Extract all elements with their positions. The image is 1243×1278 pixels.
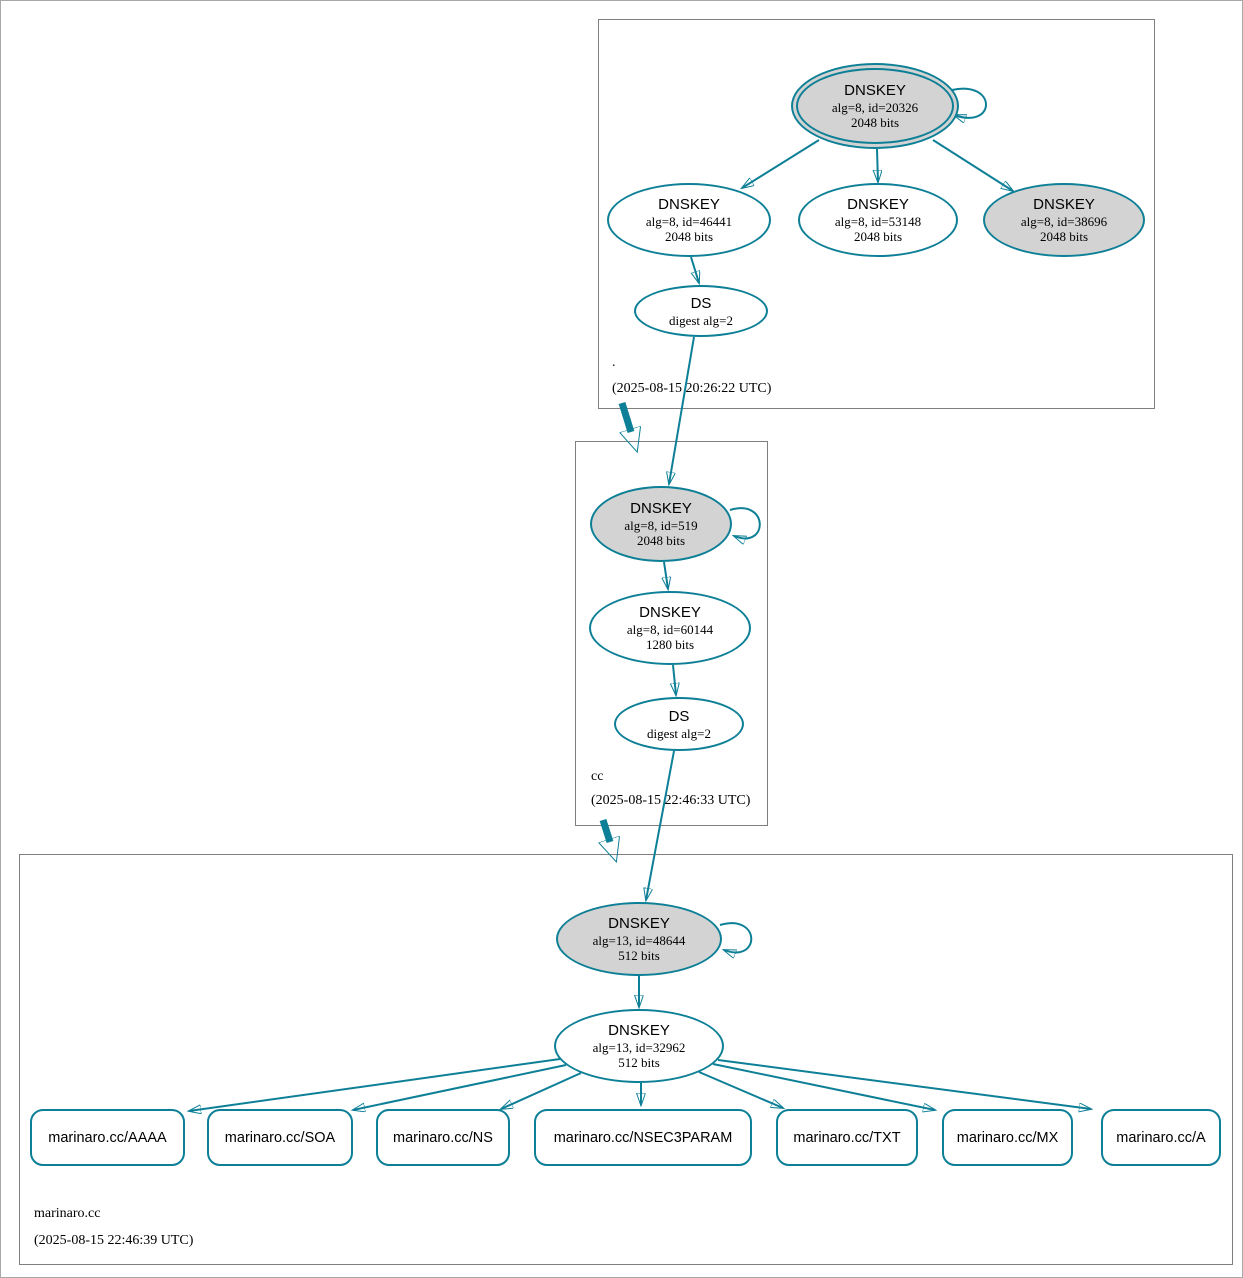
rrset-label: marinaro.cc/A <box>1116 1129 1206 1146</box>
rrset-marinaro-cc-nsec3param[interactable]: marinaro.cc/NSEC3PARAM <box>534 1109 752 1166</box>
rrset-marinaro-cc-aaaa[interactable]: marinaro.cc/AAAA <box>30 1109 185 1166</box>
node-detail: 512 bits <box>618 948 660 963</box>
node-detail: alg=13, id=48644 <box>592 933 686 948</box>
node-detail: alg=8, id=53148 <box>834 214 922 229</box>
node-detail: 2048 bits <box>664 229 714 244</box>
dnskey-node-root-38696[interactable]: DNSKEY alg=8, id=38696 2048 bits <box>983 183 1145 257</box>
rrset-marinaro-cc-mx[interactable]: marinaro.cc/MX <box>942 1109 1073 1166</box>
ds-node-cc[interactable]: DS digest alg=2 <box>614 697 744 751</box>
ds-node-root[interactable]: DS digest alg=2 <box>634 285 768 337</box>
dnskey-node-cc-60144[interactable]: DNSKEY alg=8, id=60144 1280 bits <box>589 591 751 665</box>
dnskey-node-marinaro-32962[interactable]: DNSKEY alg=13, id=32962 512 bits <box>554 1009 724 1083</box>
zone-timestamp-marinaro-cc: (2025-08-15 22:46:39 UTC) <box>34 1233 194 1248</box>
node-detail: alg=13, id=32962 <box>592 1040 686 1055</box>
rrset-label: marinaro.cc/NS <box>393 1129 493 1146</box>
node-detail: digest alg=2 <box>668 312 734 328</box>
node-title: DNSKEY <box>1033 196 1095 213</box>
node-title: DS <box>690 294 712 312</box>
rrset-marinaro-cc-ns[interactable]: marinaro.cc/NS <box>376 1109 510 1166</box>
zone-box-marinaro-cc <box>19 854 1233 1265</box>
dnskey-node-marinaro-48644[interactable]: DNSKEY alg=13, id=48644 512 bits <box>556 902 722 976</box>
zone-timestamp-root: (2025-08-15 20:26:22 UTC) <box>612 381 772 396</box>
zone-box-root <box>598 19 1155 409</box>
dnskey-node-cc-519[interactable]: DNSKEY alg=8, id=519 2048 bits <box>590 486 732 562</box>
rrset-label: marinaro.cc/AAAA <box>48 1129 167 1146</box>
node-detail: alg=8, id=38696 <box>1020 214 1108 229</box>
dnskey-node-root-46441[interactable]: DNSKEY alg=8, id=46441 2048 bits <box>607 183 771 257</box>
node-detail: alg=8, id=20326 <box>831 100 919 115</box>
node-title: DNSKEY <box>608 915 670 932</box>
node-detail: 2048 bits <box>1039 229 1089 244</box>
node-detail: digest alg=2 <box>646 725 712 741</box>
node-detail: 2048 bits <box>636 533 686 548</box>
zone-timestamp-cc: (2025-08-15 22:46:33 UTC) <box>591 793 751 808</box>
zone-label-root: . <box>612 355 616 370</box>
node-detail: alg=8, id=60144 <box>626 622 714 637</box>
rrset-label: marinaro.cc/MX <box>956 1129 1059 1146</box>
node-detail: 1280 bits <box>645 637 695 652</box>
node-title: DNSKEY <box>630 500 692 517</box>
node-title: DNSKEY <box>658 196 720 213</box>
zone-label-marinaro-cc: marinaro.cc <box>34 1206 101 1221</box>
node-detail: alg=8, id=519 <box>624 518 698 533</box>
node-detail: 2048 bits <box>853 229 903 244</box>
node-title: DS <box>668 707 690 725</box>
node-title: DNSKEY <box>608 1022 670 1039</box>
node-title: DNSKEY <box>844 82 906 99</box>
node-detail: 2048 bits <box>850 115 900 130</box>
node-title: DNSKEY <box>639 604 701 621</box>
node-detail: 512 bits <box>618 1055 660 1070</box>
rrset-label: marinaro.cc/TXT <box>793 1129 901 1146</box>
zone-label-cc: cc <box>591 769 604 784</box>
rrset-marinaro-cc-a[interactable]: marinaro.cc/A <box>1101 1109 1221 1166</box>
node-title: DNSKEY <box>847 196 909 213</box>
rrset-label: marinaro.cc/SOA <box>224 1129 336 1146</box>
rrset-label: marinaro.cc/NSEC3PARAM <box>553 1129 733 1146</box>
dnskey-node-root-20326[interactable]: DNSKEY alg=8, id=20326 2048 bits <box>791 63 959 149</box>
rrset-marinaro-cc-soa[interactable]: marinaro.cc/SOA <box>207 1109 353 1166</box>
dnskey-node-root-53148[interactable]: DNSKEY alg=8, id=53148 2048 bits <box>798 183 958 257</box>
node-detail: alg=8, id=46441 <box>645 214 733 229</box>
rrset-marinaro-cc-txt[interactable]: marinaro.cc/TXT <box>776 1109 918 1166</box>
